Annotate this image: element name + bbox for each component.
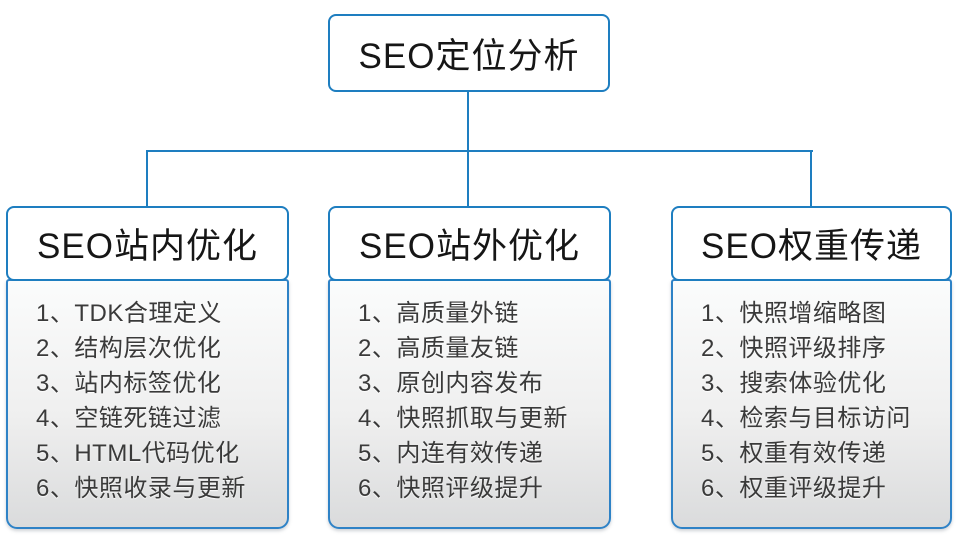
list-item: 3、搜索体验优化 — [701, 370, 887, 397]
list-item: 6、快照收录与更新 — [36, 475, 246, 502]
list-item: 6、快照评级提升 — [358, 475, 544, 502]
list-item: 1、TDK合理定义 — [36, 300, 222, 327]
root-node-seo-positioning: SEO定位分析 — [328, 14, 610, 92]
connector-root-stem — [467, 92, 469, 151]
connector-drop-left — [146, 150, 148, 208]
connector-drop-right — [810, 150, 812, 208]
list-item: 1、高质量外链 — [358, 300, 519, 327]
list-item: 3、站内标签优化 — [36, 370, 222, 397]
list-item: 4、快照抓取与更新 — [358, 405, 568, 432]
column-seo-onsite: SEO站内优化 1、TDK合理定义 2、结构层次优化 3、站内标签优化 4、空链死链过… — [6, 206, 289, 529]
list-item: 1、快照增缩略图 — [701, 300, 887, 327]
connector-horizontal — [146, 150, 813, 152]
connector-drop-middle — [467, 150, 469, 208]
list-item: 2、结构层次优化 — [36, 335, 222, 362]
list-item: 5、权重有效传递 — [701, 440, 887, 467]
column-header-onsite: SEO站内优化 — [6, 206, 289, 281]
list-item: 6、权重评级提升 — [701, 475, 887, 502]
column-header-offsite: SEO站外优化 — [328, 206, 611, 281]
list-item: 5、内连有效传递 — [358, 440, 544, 467]
list-panel-weight: 1、快照增缩略图 2、快照评级排序 3、搜索体验优化 4、检索与目标访问 5、权重有效传… — [671, 279, 952, 529]
list-panel-onsite: 1、TDK合理定义 2、结构层次优化 3、站内标签优化 4、空链死链过滤 5、HTML代… — [6, 279, 289, 529]
list-panel-offsite: 1、高质量外链 2、高质量友链 3、原创内容发布 4、快照抓取与更新 5、内连有效传递 6… — [328, 279, 611, 529]
column-seo-weight: SEO权重传递 1、快照增缩略图 2、快照评级排序 3、搜索体验优化 4、检索与目标访… — [671, 206, 952, 529]
column-header-weight: SEO权重传递 — [671, 206, 952, 281]
list-item: 4、空链死链过滤 — [36, 405, 222, 432]
list-item: 4、检索与目标访问 — [701, 405, 911, 432]
list-item: 3、原创内容发布 — [358, 370, 544, 397]
column-seo-offsite: SEO站外优化 1、高质量外链 2、高质量友链 3、原创内容发布 4、快照抓取与更新 5… — [328, 206, 611, 529]
list-item: 2、快照评级排序 — [701, 335, 887, 362]
list-item: 5、HTML代码优化 — [36, 440, 240, 467]
list-item: 2、高质量友链 — [358, 335, 519, 362]
